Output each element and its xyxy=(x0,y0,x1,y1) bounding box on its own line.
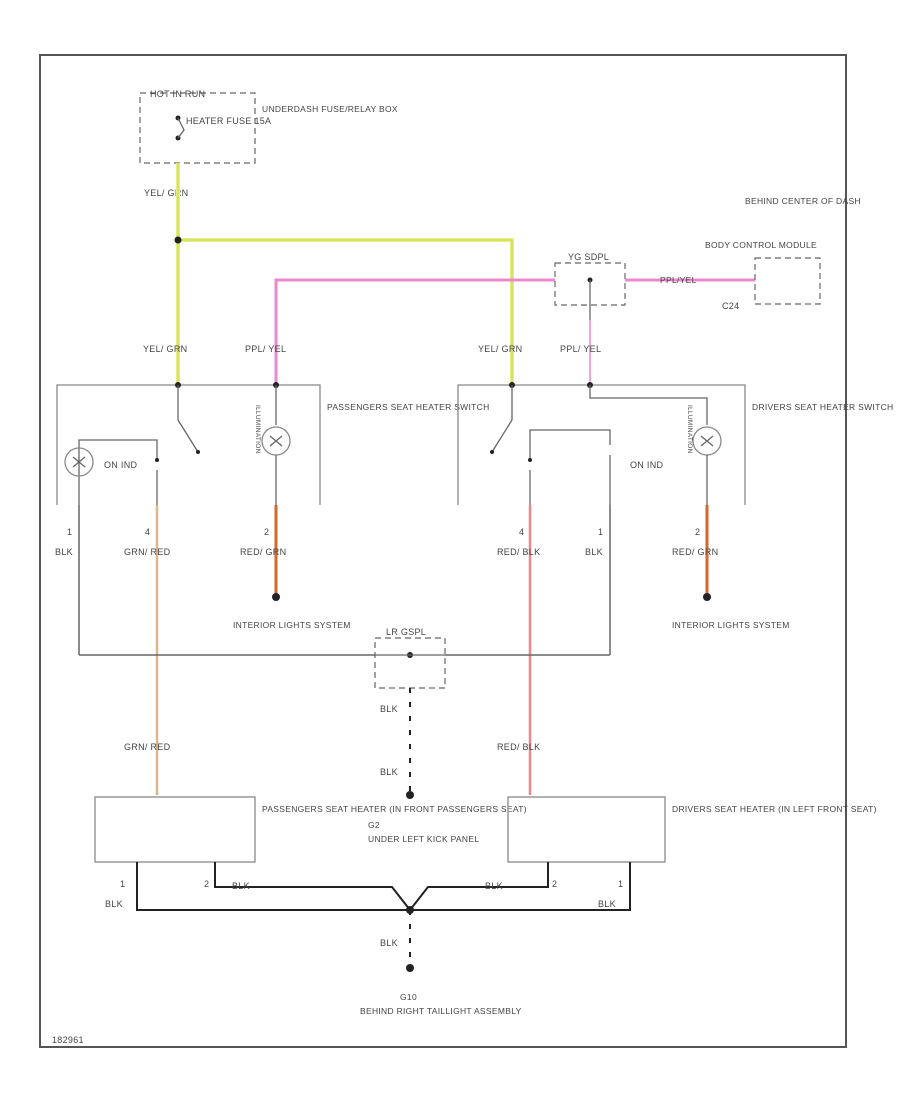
wire-label: RED/ GRN xyxy=(240,547,286,557)
wire-label: BLK xyxy=(380,938,398,948)
ground-g10-label: G10 xyxy=(400,992,417,1002)
pin-label: 1 xyxy=(598,527,603,537)
pin-label: 1 xyxy=(120,879,125,889)
bcm-location-label: BEHIND CENTER OF DASH xyxy=(745,196,861,206)
fuse-box-name: UNDERDASH FUSE/RELAY BOX xyxy=(262,104,398,114)
illumination-label-right: ILLUMINATION xyxy=(686,405,693,454)
wire-blk-heater-right xyxy=(410,862,631,911)
ground-g2-location: UNDER LEFT KICK PANEL xyxy=(368,834,479,844)
wire-label-pass-feed: YEL/ GRN xyxy=(143,344,187,354)
pin-label: 4 xyxy=(145,527,150,537)
diagram-frame xyxy=(39,54,847,1048)
pin-label: 1 xyxy=(67,527,72,537)
underdash-fuse-relay-box: HOT IN RUN HEATER FUSE 15A UNDERDASH FUS… xyxy=(139,89,398,164)
interior-lights-label-right: INTERIOR LIGHTS SYSTEM xyxy=(672,620,790,630)
terminal-dot xyxy=(272,593,280,601)
svg-text:LR GSPL: LR GSPL xyxy=(386,627,426,637)
pass-heater-label: PASSENGERS SEAT HEATER (IN FRONT PASSENG… xyxy=(262,804,527,814)
drivers-seat-heater: DRIVERS SEAT HEATER (IN LEFT FRONT SEAT) xyxy=(507,796,877,863)
passengers-seat-heater: PASSENGERS SEAT HEATER (IN FRONT PASSENG… xyxy=(94,796,527,863)
hot-in-run-label: HOT IN RUN xyxy=(150,89,205,99)
pin-label: 2 xyxy=(204,879,209,889)
wire-label: BLK xyxy=(485,881,503,891)
drv-heater-label: DRIVERS SEAT HEATER (IN LEFT FRONT SEAT) xyxy=(672,804,877,814)
wire-label-feed: YEL/ GRN xyxy=(144,188,188,198)
pin-label: 4 xyxy=(519,527,524,537)
svg-text:YG SDPL: YG SDPL xyxy=(568,252,609,262)
wire-label: BLK xyxy=(232,881,250,891)
wire-label: BLK xyxy=(598,899,616,909)
wire-blk-heater-right-2 xyxy=(409,862,549,911)
illumination-label-left: ILLUMINATION xyxy=(254,405,261,454)
terminal-dot xyxy=(703,593,711,601)
drivers-seat-heater-switch: ILLUMINATION ON IND DRIVERS SEAT HEATER … xyxy=(457,382,893,505)
wire-blk-heater-left xyxy=(136,862,410,911)
wire-label: BLK xyxy=(105,899,123,909)
bcm-name-label: BODY CONTROL MODULE xyxy=(705,240,817,250)
body-control-module: BEHIND CENTER OF DASH BODY CONTROL MODUL… xyxy=(705,196,861,311)
wire-label: BLK xyxy=(380,767,398,777)
pin-label: 2 xyxy=(264,527,269,537)
wire-label: BLK xyxy=(585,547,603,557)
wire-label: GRN/ RED xyxy=(124,547,171,557)
pass-switch-label: PASSENGERS SEAT HEATER SWITCH xyxy=(327,402,490,412)
interior-lights-label-left: INTERIOR LIGHTS SYSTEM xyxy=(233,620,351,630)
wire-yel-grn-branch xyxy=(178,238,514,385)
on-ind-label-right: ON IND xyxy=(630,460,664,470)
wire-ppl-yel-harness xyxy=(274,278,555,385)
wire-label: RED/ BLK xyxy=(497,742,540,752)
drv-switch-label: DRIVERS SEAT HEATER SWITCH xyxy=(752,402,893,412)
pin-label: 1 xyxy=(618,879,623,889)
wire-label-ppl-yel: PPL/YEL xyxy=(660,275,697,285)
connector-yg-sdpl: YG SDPL xyxy=(554,252,626,320)
wire-label: RED/ BLK xyxy=(497,547,540,557)
pin-label: 2 xyxy=(695,527,700,537)
figure-id: 182961 xyxy=(52,1035,84,1045)
heater-fuse-label: HEATER FUSE 15A xyxy=(186,116,271,126)
wire-label: BLK xyxy=(380,704,398,714)
wire-label-pass-ppl: PPL/ YEL xyxy=(245,344,286,354)
ground-g10-location: BEHIND RIGHT TAILLIGHT ASSEMBLY xyxy=(360,1006,522,1016)
wire-label-drv-feed: YEL/ GRN xyxy=(478,344,522,354)
wire-label-drv-ppl: PPL/ YEL xyxy=(560,344,601,354)
splice-dot-feed xyxy=(174,236,182,244)
ground-g2-label: G2 xyxy=(368,820,380,830)
wire-label: RED/ GRN xyxy=(672,547,718,557)
on-ind-label-left: ON IND xyxy=(104,460,138,470)
pin-label: 2 xyxy=(552,879,557,889)
wire-label: GRN/ RED xyxy=(124,742,171,752)
bcm-pin-label: C24 xyxy=(722,301,739,311)
wire-label: BLK xyxy=(55,547,73,557)
wire-blk-heater-left-2 xyxy=(214,862,411,911)
connector-lr-gspl: LR GSPL xyxy=(374,627,446,689)
passengers-seat-heater-switch: ILLUMINATION ON IND PASSENGERS SEAT HEAT… xyxy=(56,382,490,505)
